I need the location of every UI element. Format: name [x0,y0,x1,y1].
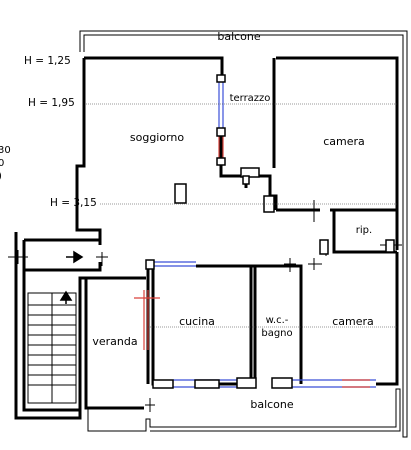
windows-blue [152,82,376,388]
windows-red [134,136,370,388]
room-label-rip: rip. [356,225,372,236]
left-fragment-3: ) [0,171,2,182]
room-label-veranda: veranda [92,335,137,348]
stair-direction-arrow [59,290,73,304]
wall-fixtures [145,74,395,389]
height-lines [86,103,397,328]
outer-outline [79,30,408,438]
walls [14,56,399,420]
room-label-terrazzo: terrazzo [230,93,271,104]
stairs [27,292,77,404]
height-label-1: H = 1,25 [24,55,71,67]
entry-arrow [66,250,84,264]
room-label-camera-bottom: camera [332,315,374,328]
height-label-3: H = 3,15 [50,197,97,209]
room-label-wc-line1: w.c.- [266,315,289,326]
room-label-cucina: cucina [179,315,215,328]
room-label-wc-line2: bagno [261,328,292,339]
height-label-2: H = 1,95 [28,97,75,109]
left-fragment-1: 30 [0,145,11,156]
left-fragment-2: 0 [0,158,4,169]
room-label-soggiorno: soggiorno [130,131,185,144]
room-label-camera-top: camera [323,135,365,148]
room-label-balcone-bottom: balcone [250,398,294,411]
room-label-balcone-top: balcone [217,30,261,43]
